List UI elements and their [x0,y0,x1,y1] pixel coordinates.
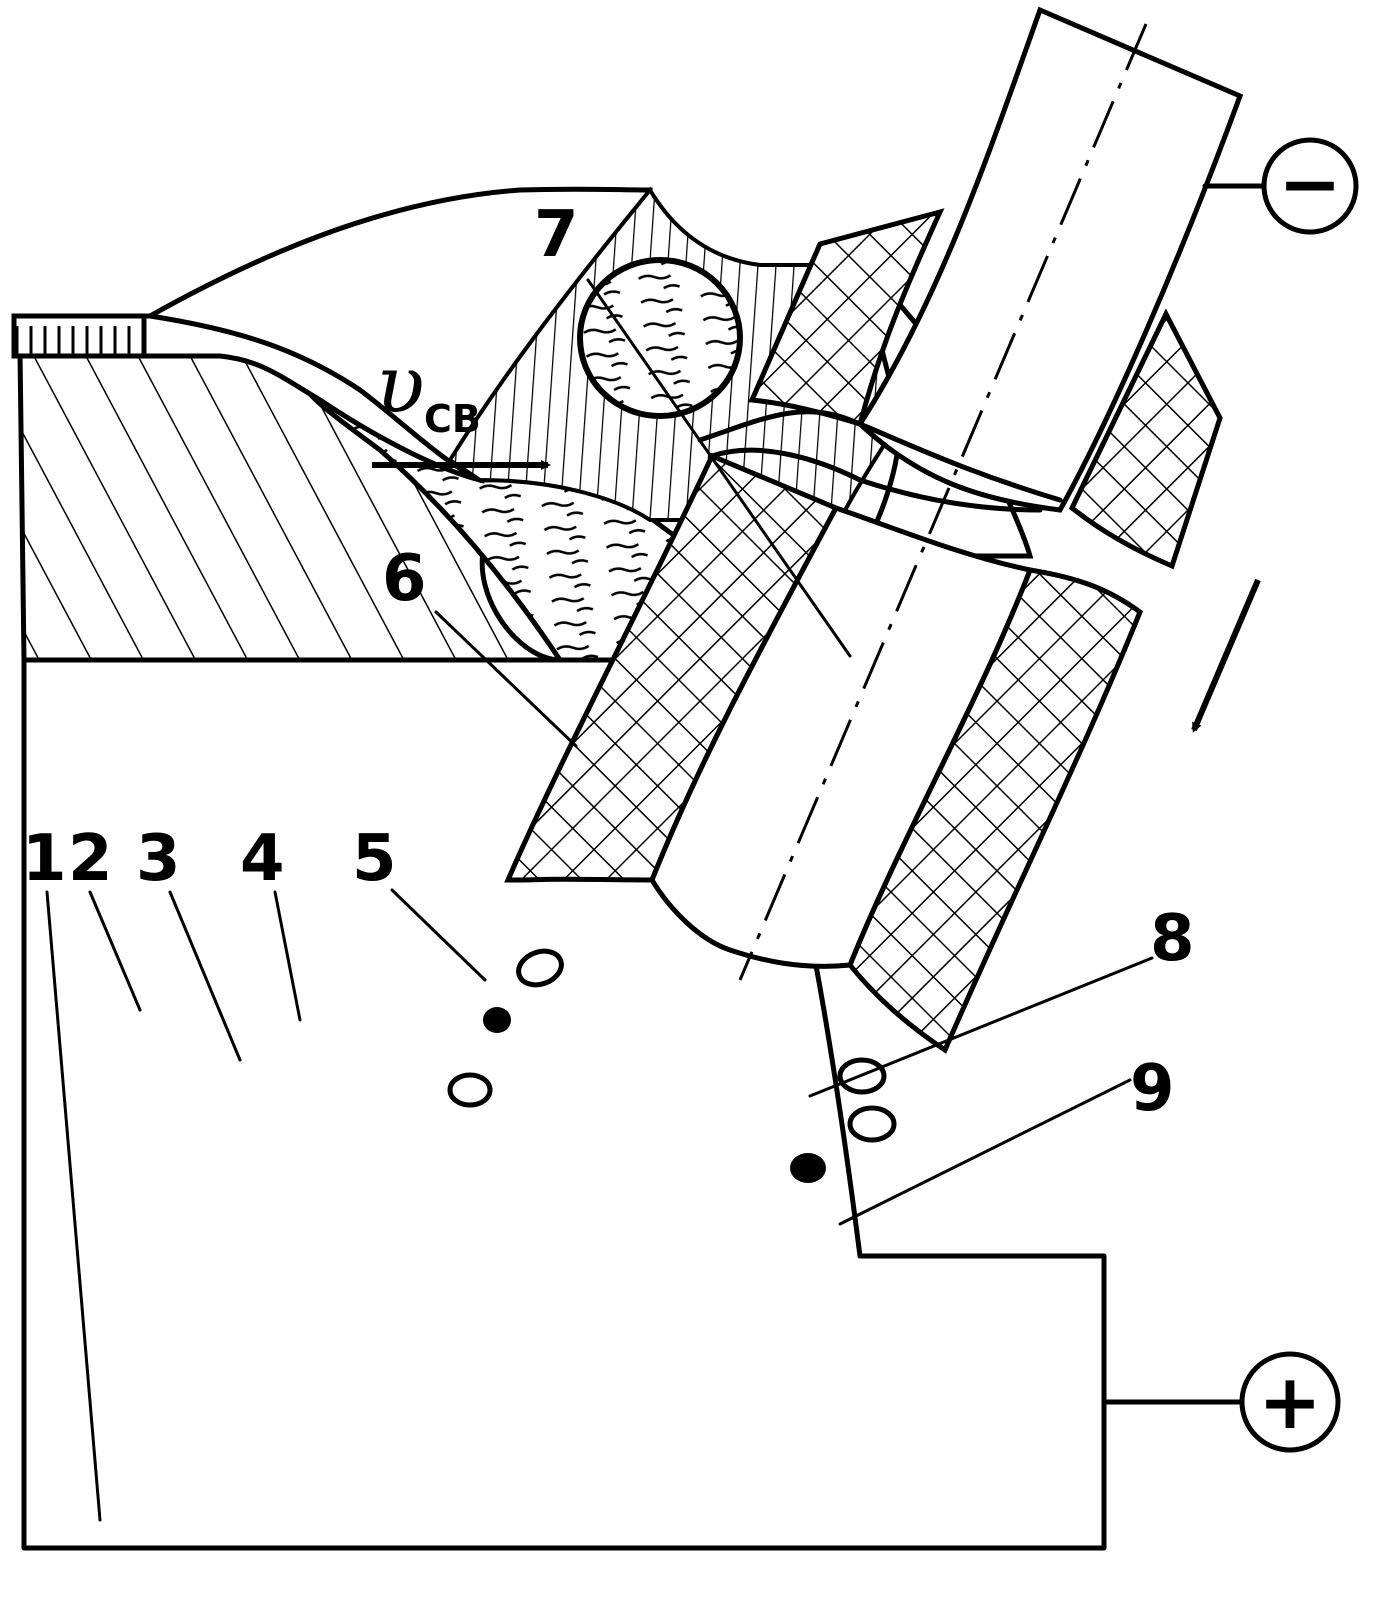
leader-lines [45,278,1154,1522]
electrode-break-line [709,447,1043,513]
label-5: 5 [352,822,397,896]
speed-symbol: υ [376,338,425,431]
callout-labels: 1 2 3 4 5 6 7 8 9 [22,198,1195,1126]
electrode-core-upper [856,6,1244,513]
svg-text:−: − [1278,139,1342,228]
negative-terminal: − [1202,137,1359,235]
label-8: 8 [1150,902,1195,976]
electrode-feed-arrow [1191,578,1261,733]
label-1: 1 [22,822,67,896]
label-3: 3 [136,822,181,896]
electrode-axis [738,23,1148,981]
label-2: 2 [68,822,113,896]
label-6: 6 [382,542,427,616]
electrode-coating-lower [504,452,1144,1054]
label-7: 7 [534,198,579,272]
electrode-core-lower [649,504,1034,969]
gas-bubbles [447,948,897,1183]
speed-subscript: СВ [424,397,481,441]
label-9: 9 [1130,1052,1175,1126]
label-4: 4 [240,822,285,896]
positive-terminal: + [1239,1351,1341,1453]
svg-text:+: + [1258,1357,1322,1446]
electrode-coating-upper [748,208,1223,570]
welding-speed-indicator: υ СВ [372,338,551,470]
metal-droplet [577,257,743,419]
slag-layer-left [11,313,147,359]
